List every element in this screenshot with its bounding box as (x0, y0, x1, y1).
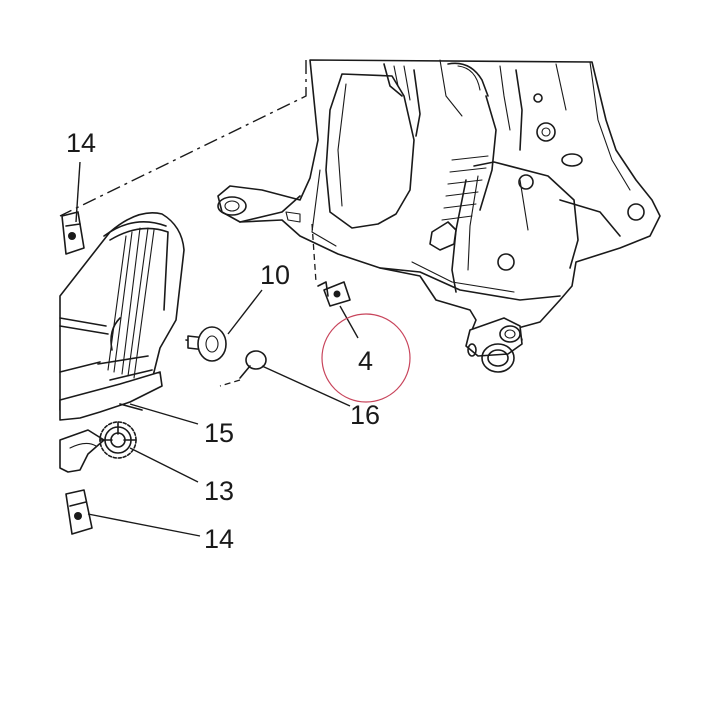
callout-14-top: 14 (66, 128, 96, 158)
leader-14b (87, 513, 201, 537)
callout-10: 10 (260, 260, 290, 290)
leader-16 (261, 365, 351, 407)
callout-14-bottom: 14 (204, 524, 234, 554)
left-cover-panel (59, 212, 185, 473)
gear-part-13 (99, 421, 137, 459)
leader-10 (227, 289, 263, 335)
callout-13: 13 (204, 476, 234, 506)
callout-16: 16 (350, 400, 380, 430)
callout-15: 15 (204, 418, 234, 448)
clip-part-14-top (61, 211, 85, 255)
leader-13 (129, 447, 199, 483)
leader-4 (339, 305, 359, 339)
clip-nut-part-4 (311, 223, 351, 307)
leader-14a (75, 161, 81, 223)
screw-part-16 (219, 350, 267, 387)
frame-assembly (217, 59, 661, 373)
callout-4: 4 (358, 346, 373, 376)
reference-outline (59, 60, 307, 217)
fastener-part-10 (185, 326, 227, 362)
highlight-circle (321, 313, 411, 403)
leader-15 (129, 403, 199, 425)
clip-part-14-bottom (65, 489, 93, 535)
